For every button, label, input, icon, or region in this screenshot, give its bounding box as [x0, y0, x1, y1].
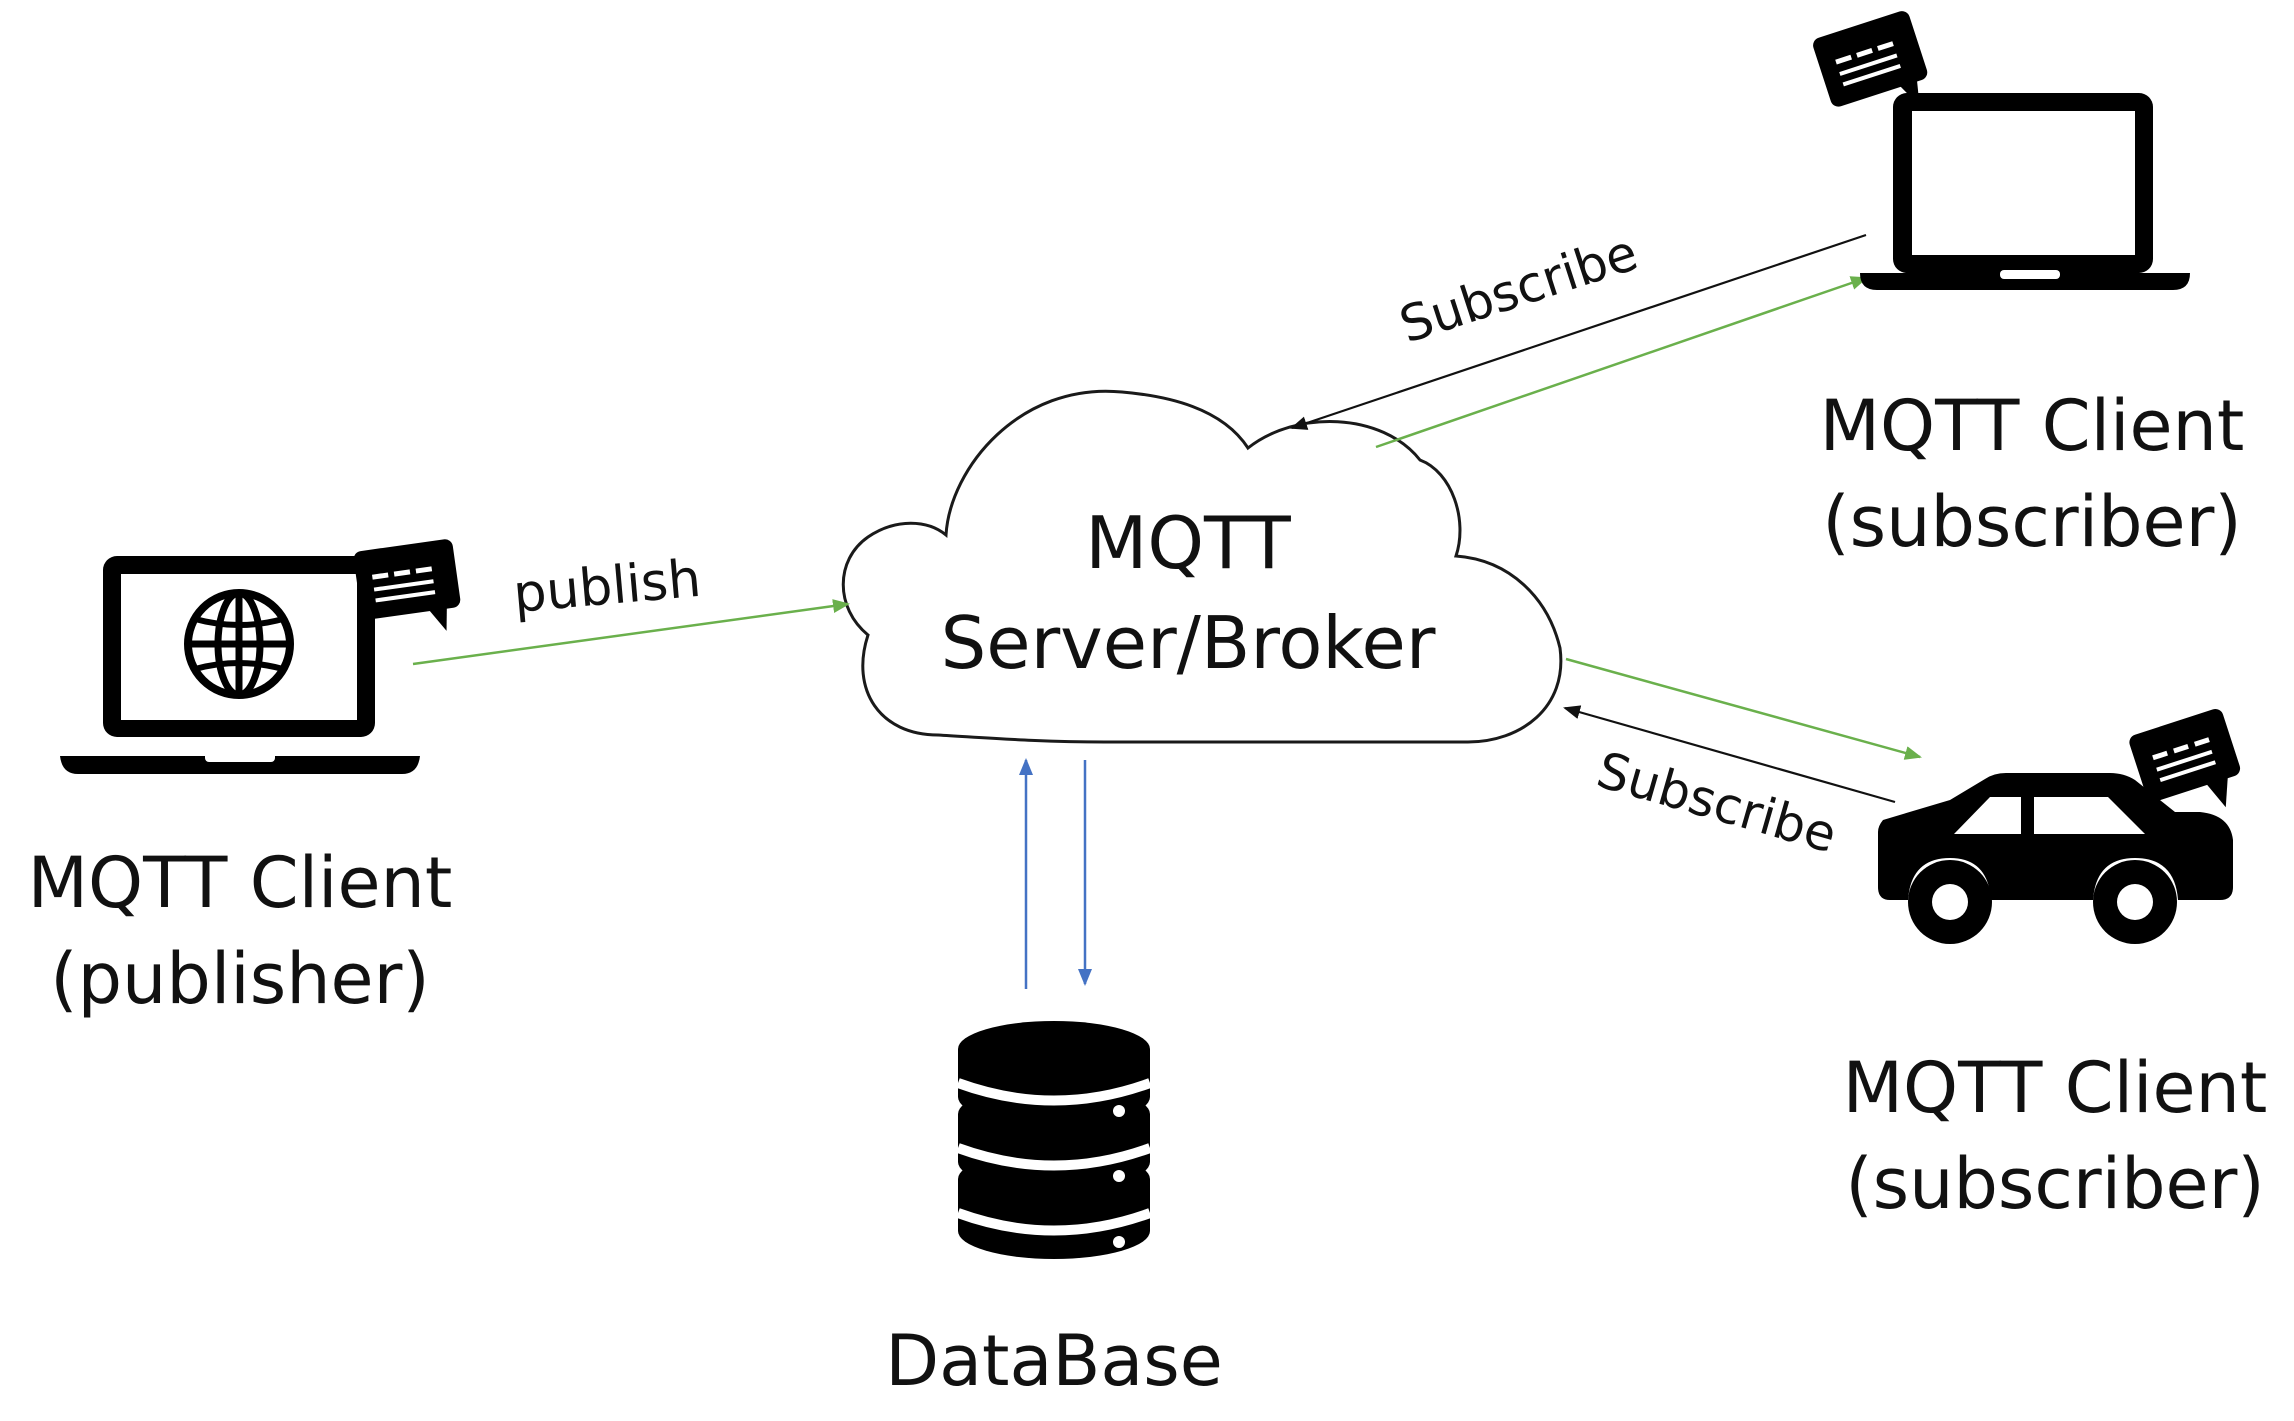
car-icon [1878, 773, 2233, 944]
subscriber-car-subtitle: (subscriber) [1845, 1143, 2264, 1225]
subscribe-car-request-arrow [1563, 705, 1896, 804]
subscriber-laptop-title: MQTT Client [1820, 385, 2245, 467]
subscribe-laptop-request-arrow [1290, 233, 1867, 430]
publisher-subtitle: (publisher) [50, 938, 429, 1020]
publisher-node: MQTT Client (publisher) [28, 539, 461, 1020]
cloud-icon [841, 389, 1563, 744]
subscribe-laptop-edge: Subscribe [1290, 223, 1868, 449]
subscriber-laptop-node: MQTT Client (subscriber) [1813, 11, 2245, 563]
message-bubble-icon [1813, 11, 1928, 107]
message-bubble-icon [2129, 709, 2241, 808]
broker-subtitle: Server/Broker [941, 601, 1436, 685]
broker-title: MQTT [1085, 501, 1292, 585]
broker-node: MQTT Server/Broker [841, 389, 1563, 744]
subscriber-laptop-icon [1860, 93, 2190, 290]
subscriber-car-title: MQTT Client [1843, 1047, 2268, 1129]
publish-arrow [412, 599, 850, 666]
publish-label: publish [511, 549, 703, 625]
database-node: DataBase [885, 1021, 1223, 1402]
database-label: DataBase [885, 1320, 1223, 1402]
subscriber-car-node: MQTT Client (subscriber) [1843, 709, 2268, 1225]
subscribe-car-edge: Subscribe [1563, 657, 1922, 864]
publish-edge: publish [412, 549, 850, 666]
publisher-title: MQTT Client [28, 842, 453, 924]
globe-icon [184, 589, 294, 699]
database-icon [956, 1021, 1152, 1259]
database-edge [1019, 758, 1092, 989]
subscribe-car-label: Subscribe [1591, 741, 1843, 864]
subscribe-laptop-label: Subscribe [1393, 223, 1645, 354]
subscribe-car-message-arrow [1565, 657, 1922, 760]
subscribe-laptop-message-arrow [1375, 276, 1868, 449]
message-bubble-icon [353, 539, 461, 631]
subscriber-laptop-subtitle: (subscriber) [1822, 481, 2241, 563]
